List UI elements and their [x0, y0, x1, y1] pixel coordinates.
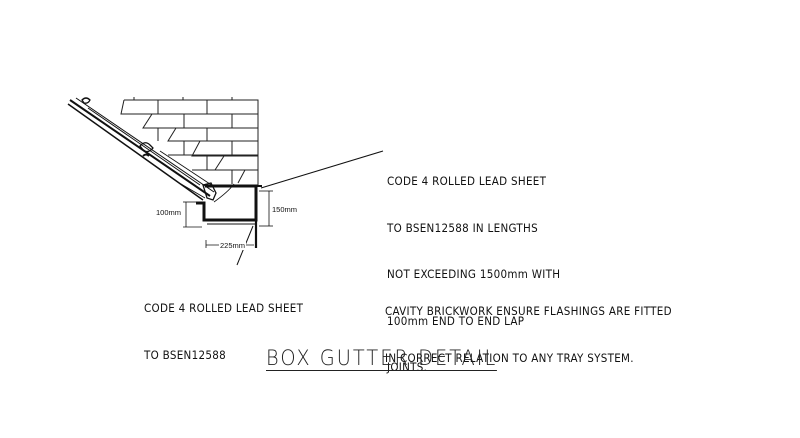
flashing-line [159, 150, 214, 187]
rafter-top-line [69, 99, 211, 197]
tile-lap-1 [81, 97, 91, 104]
note-upper-right: CODE 4 ROLLED LEAD SHEET TO BSEN12588 IN… [387, 143, 560, 391]
note-line: TO BSEN12588 IN LENGTHS [387, 220, 538, 235]
fascia-line [180, 183, 206, 199]
brick-wall [120, 97, 259, 186]
dimension-100mm: 100mm [156, 208, 182, 217]
note-line: IN CORRECT RELATION TO ANY TRAY SYSTEM. [385, 350, 634, 365]
tile-lap-3 [142, 153, 150, 157]
roof-slope [67, 97, 235, 203]
tile-lap-2 [139, 142, 154, 153]
note-line: TO BSEN12588 [144, 347, 226, 362]
note-lower-right: CAVITY BRICKWORK ENSURE FLASHINGS ARE FI… [385, 273, 672, 382]
leader-lines [236, 150, 384, 266]
note-line: CAVITY BRICKWORK ENSURE FLASHINGS ARE FI… [385, 304, 672, 318]
box-gutter [196, 184, 262, 248]
dimension-150mm: 150mm [272, 205, 298, 214]
rafter-second-line [75, 97, 215, 193]
note-lower-left: CODE 4 ROLLED LEAD SHEET TO BSEN12588 [144, 270, 303, 379]
leader-upper-right [260, 150, 384, 189]
rafter-underside [87, 107, 201, 186]
dimension-225mm: 225mm [219, 241, 247, 250]
gutter-lead-lining [196, 184, 258, 222]
note-line: NOT EXCEEDING 1500mm WITH [387, 267, 561, 281]
note-line: CODE 4 ROLLED LEAD SHEET [387, 174, 547, 188]
brick-wall-outline [124, 99, 259, 186]
note-line: CODE 4 ROLLED LEAD SHEET [144, 301, 304, 315]
note-line: 100mm END TO END LAP [387, 313, 525, 328]
rafter-bottom-line [67, 103, 204, 201]
drawing-title: BOX GUTTER DETAIL [266, 346, 498, 371]
